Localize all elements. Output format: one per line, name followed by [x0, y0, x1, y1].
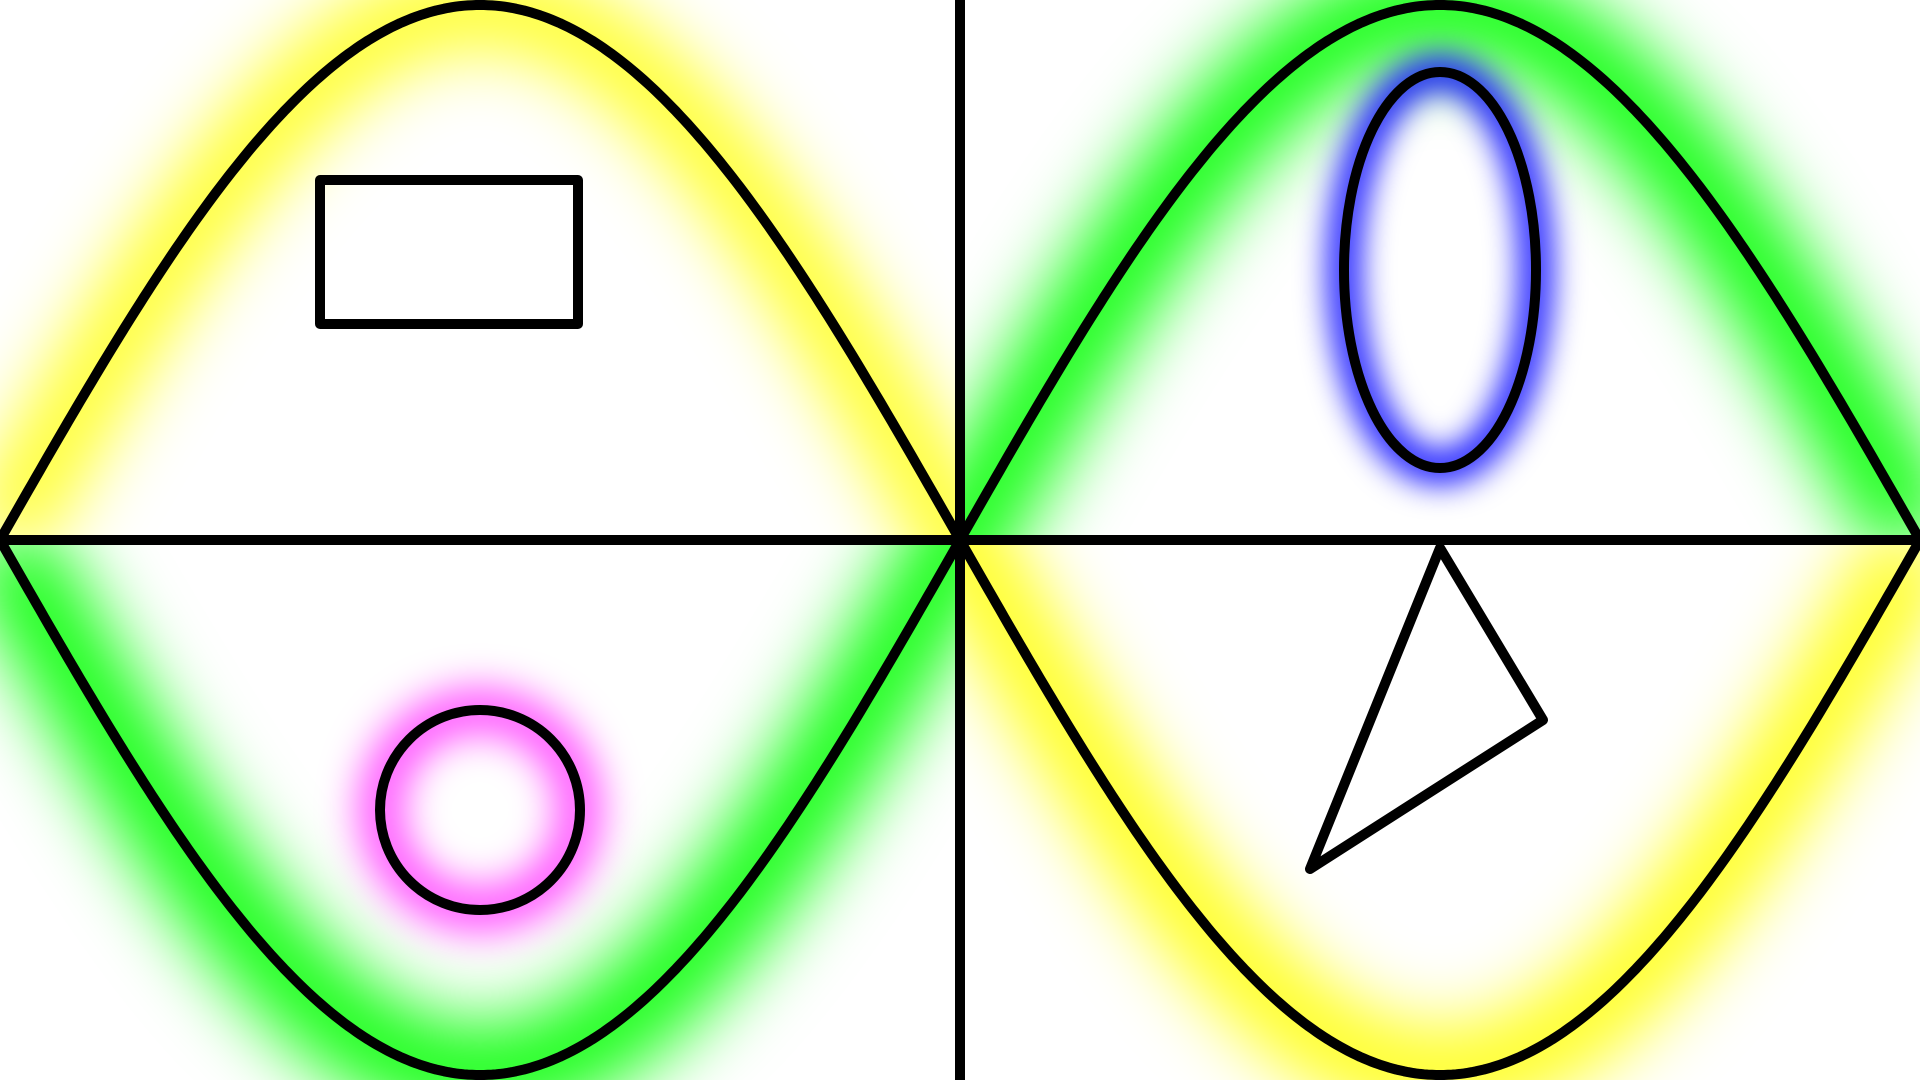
circle-shape: [375, 705, 585, 915]
ellipse-shape: [1339, 67, 1541, 473]
rectangle-shape: [315, 175, 583, 329]
triangle-shape: [1305, 543, 1548, 874]
